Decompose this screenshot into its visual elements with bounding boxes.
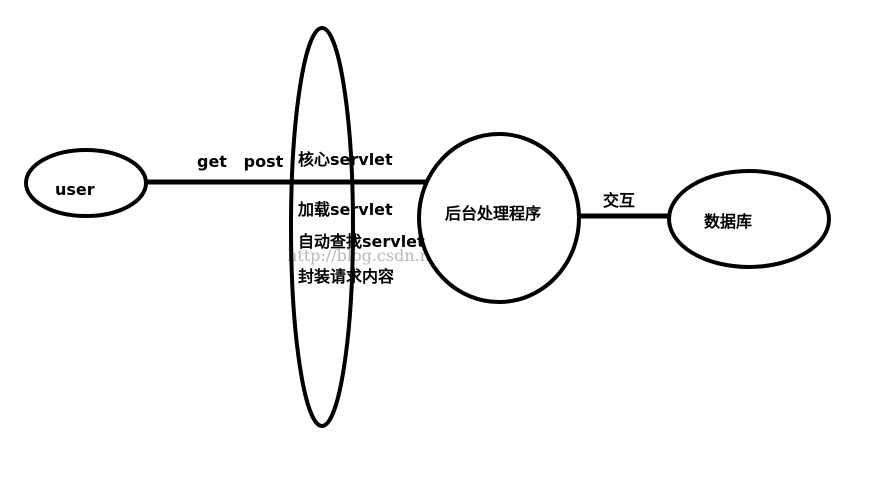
core-servlet-step: 自动查找servlet: [298, 232, 425, 251]
core-servlet-title: 核心servlet: [298, 150, 393, 169]
database-node: [667, 169, 831, 269]
edge-label-request: get post: [197, 152, 284, 171]
user-node-label: user: [55, 180, 95, 199]
user-node: [24, 148, 148, 218]
edge-label-interact: 交互: [603, 191, 635, 210]
core-servlet-step: 封装请求内容: [298, 267, 394, 286]
backend-node-label: 后台处理程序: [445, 204, 541, 223]
backend-node: [417, 132, 581, 304]
core-servlet-step: 加载servlet: [297, 200, 393, 219]
core-servlet-ellipse: [289, 26, 355, 428]
database-node-label: 数据库: [704, 212, 752, 231]
